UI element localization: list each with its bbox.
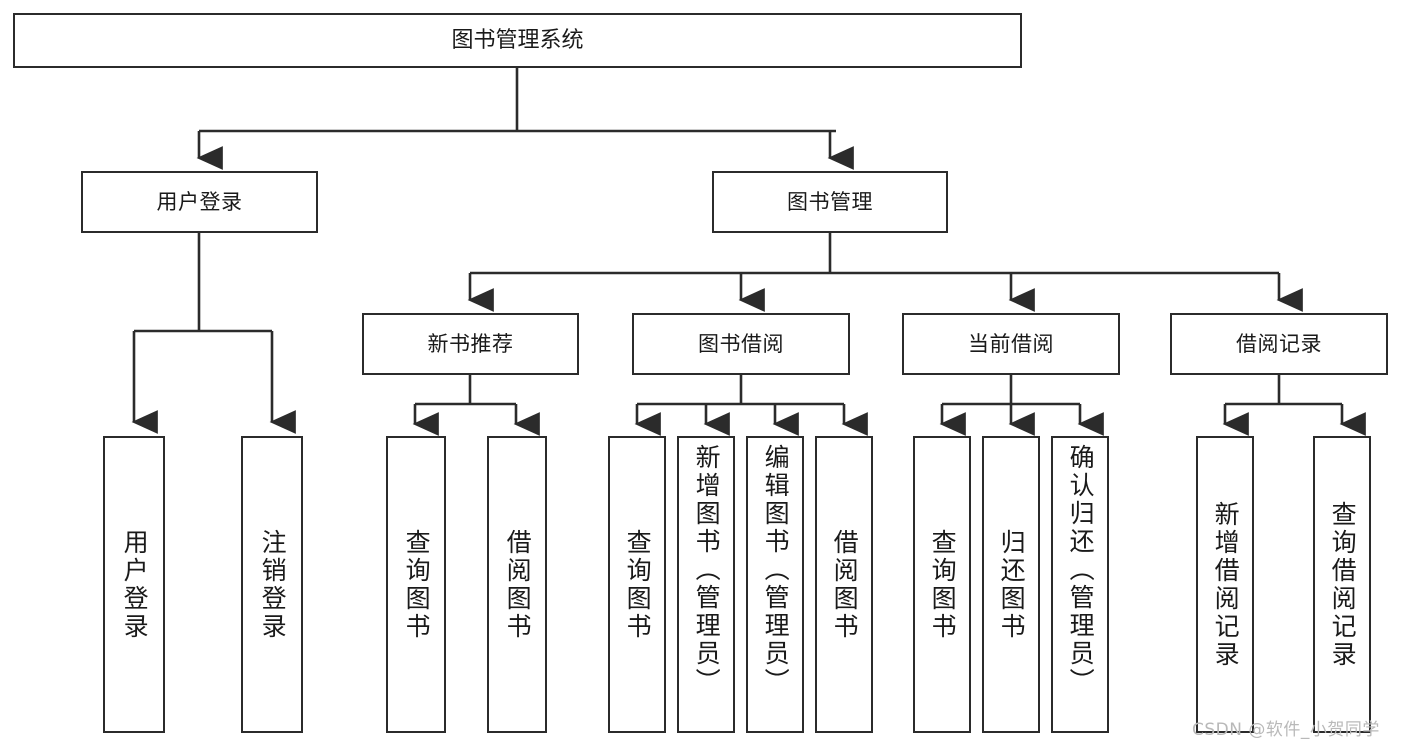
node-label: 归还图书 (997, 528, 1027, 641)
node-user-login[interactable]: 用户登录 (81, 171, 318, 233)
node-current-borrow[interactable]: 当前借阅 (902, 313, 1120, 375)
node-label: 当前借阅 (968, 331, 1054, 356)
node-label: 确认归还（管理员） (1066, 444, 1096, 696)
leaf-edit-book[interactable]: 编辑图书（管理员） (746, 436, 804, 733)
node-label: 用户登录 (120, 528, 150, 641)
node-label: 图书借阅 (698, 331, 784, 356)
node-label: 新增图书（管理员） (692, 444, 722, 696)
node-label: 借阅图书 (830, 528, 860, 641)
leaf-borrow-book-1[interactable]: 借阅图书 (487, 436, 547, 733)
node-label: 用户登录 (156, 189, 243, 214)
leaf-logout[interactable]: 注销登录 (241, 436, 303, 733)
node-book-manage[interactable]: 图书管理 (712, 171, 948, 233)
node-label: 新书推荐 (427, 331, 514, 356)
leaf-query-record[interactable]: 查询借阅记录 (1313, 436, 1371, 733)
csdn-watermark: CSDN @软件_小贺同学 (1192, 720, 1380, 740)
leaf-borrow-book-2[interactable]: 借阅图书 (815, 436, 873, 733)
node-book-borrow[interactable]: 图书借阅 (632, 313, 850, 375)
leaf-return-book[interactable]: 归还图书 (982, 436, 1040, 733)
node-label: 编辑图书（管理员） (761, 444, 791, 696)
node-label: 图书管理系统 (451, 27, 584, 53)
node-label: 查询图书 (402, 528, 432, 641)
node-label: 图书管理 (787, 189, 873, 214)
leaf-confirm-return[interactable]: 确认归还（管理员） (1051, 436, 1109, 733)
leaf-user-login[interactable]: 用户登录 (103, 436, 165, 733)
leaf-query-book-3[interactable]: 查询图书 (913, 436, 971, 733)
node-label: 查询借阅记录 (1328, 500, 1358, 669)
node-new-book-recommend[interactable]: 新书推荐 (362, 313, 579, 375)
node-root-system[interactable]: 图书管理系统 (13, 13, 1022, 68)
node-label: 新增借阅记录 (1211, 500, 1241, 669)
node-borrow-record[interactable]: 借阅记录 (1170, 313, 1388, 375)
node-label: 查询图书 (623, 528, 653, 641)
node-label: 借阅图书 (503, 528, 533, 641)
leaf-add-record[interactable]: 新增借阅记录 (1196, 436, 1254, 733)
leaf-add-book[interactable]: 新增图书（管理员） (677, 436, 735, 733)
leaf-query-book-1[interactable]: 查询图书 (386, 436, 446, 733)
leaf-query-book-2[interactable]: 查询图书 (608, 436, 666, 733)
node-label: 注销登录 (258, 528, 288, 641)
node-label: 查询图书 (928, 528, 958, 641)
node-label: 借阅记录 (1236, 331, 1322, 356)
